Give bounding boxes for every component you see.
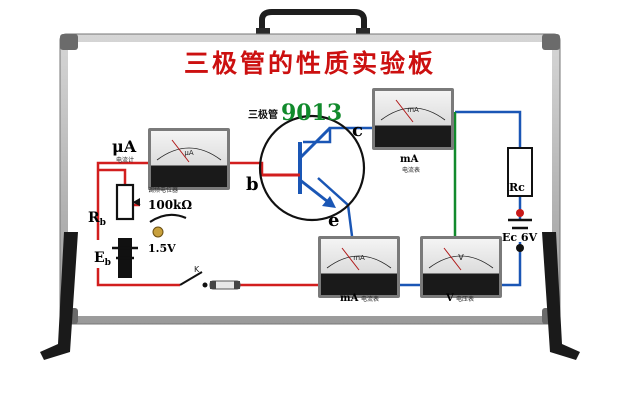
stand-right bbox=[542, 232, 580, 360]
emitter-milliammeter-caption: 电流表 bbox=[361, 295, 379, 303]
stand-left bbox=[40, 232, 78, 360]
pot-knob[interactable] bbox=[152, 226, 164, 238]
pot-value: 100kΩ bbox=[148, 198, 192, 212]
eb-voltage: 1.5V bbox=[148, 242, 176, 255]
terminal-e-label: e bbox=[328, 210, 339, 231]
transistor-symbol bbox=[258, 114, 366, 222]
transistor-model: 9013 bbox=[281, 100, 342, 126]
eb-label: Eb bbox=[94, 250, 111, 268]
battery-eb bbox=[112, 238, 138, 278]
emitter-milliammeter[interactable]: mA bbox=[318, 236, 400, 298]
corner-cap bbox=[60, 34, 78, 50]
voltmeter-label: V bbox=[445, 293, 454, 304]
fuse bbox=[209, 280, 241, 290]
microammeter-caption: 电流计 bbox=[116, 156, 134, 164]
voltmeter-unit: V bbox=[458, 253, 464, 262]
switch-label: K bbox=[194, 265, 200, 274]
ec-label: Ec 6V bbox=[502, 231, 538, 244]
switch-k[interactable] bbox=[179, 271, 208, 288]
microammeter-symbol: μA bbox=[112, 137, 137, 156]
voltmeter[interactable]: V bbox=[420, 236, 502, 298]
corner-cap bbox=[542, 34, 560, 50]
emitter-milliammeter-label: mA bbox=[340, 293, 359, 304]
rc-label: Rc bbox=[509, 181, 525, 194]
microammeter[interactable]: μA bbox=[148, 128, 230, 190]
battery-ec bbox=[508, 209, 532, 252]
potentiometer-rb[interactable] bbox=[115, 183, 141, 221]
collector-milliammeter-label: mA bbox=[400, 154, 419, 165]
microammeter-unit: μA bbox=[184, 149, 193, 157]
board-title: 三极管的性质实验板 bbox=[184, 49, 436, 78]
emitter-milliammeter-unit: mA bbox=[353, 254, 365, 262]
rb-label: Rb bbox=[88, 210, 106, 228]
pot-caption: 调频电位器 bbox=[148, 186, 178, 194]
handle[interactable] bbox=[256, 9, 370, 38]
voltmeter-caption: 电压表 bbox=[456, 295, 474, 303]
transistor-prefix: 三极管 bbox=[248, 108, 278, 121]
terminal-c-label: c bbox=[352, 120, 363, 141]
collector-milliammeter-caption: 电流表 bbox=[402, 166, 420, 174]
collector-milliammeter-unit: mA bbox=[407, 106, 419, 114]
terminal-b-label: b bbox=[246, 174, 259, 195]
collector-milliammeter[interactable]: mA bbox=[372, 88, 454, 150]
resistor-rc bbox=[507, 147, 533, 197]
pot-knob-arrow bbox=[149, 213, 187, 223]
